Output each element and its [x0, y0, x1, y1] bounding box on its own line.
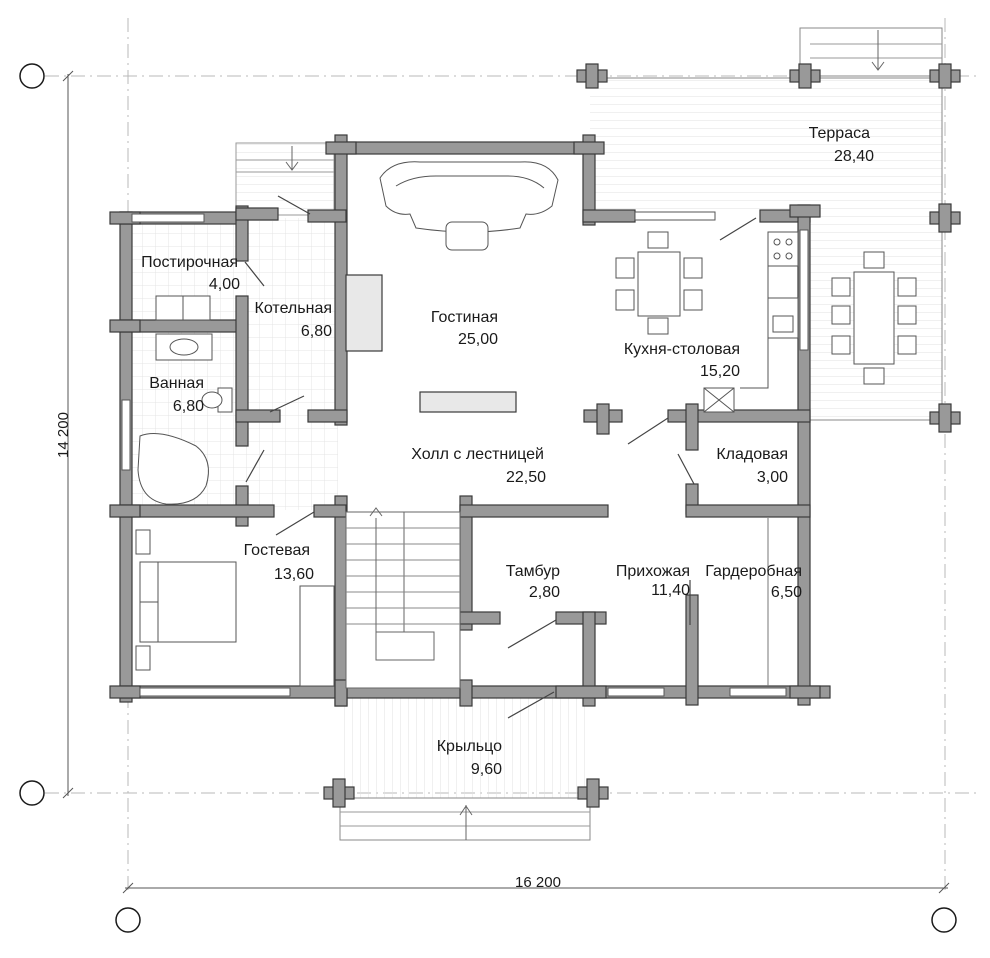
windows [121, 211, 809, 697]
dimension-width: 16 200 [515, 874, 561, 891]
label-entry-area: 11,40 [651, 582, 690, 599]
label-vestibule-name: Тамбур [505, 563, 560, 580]
label-terrace-area: 28,40 [833, 148, 874, 165]
label-pantry-area: 3,00 [756, 469, 788, 486]
terrace-table [831, 251, 917, 385]
kitchen-dining-set [615, 231, 799, 413]
label-pantry-name: Кладовая [716, 446, 788, 463]
label-bathroom-name: Ванная [149, 375, 204, 392]
axis-grid [45, 18, 980, 895]
door-swings [244, 195, 757, 719]
label-wardrobe-area: 6,50 [770, 584, 802, 601]
label-kitchen-area: 15,20 [699, 363, 740, 380]
living-sofa [379, 161, 559, 251]
label-entry-name: Прихожая [615, 563, 690, 580]
staircase [345, 507, 461, 689]
dimension-height: 14 200 [55, 412, 72, 458]
label-boiler-name: Котельная [254, 300, 332, 317]
guest-bed [135, 529, 335, 687]
label-porch-name: Крыльцо [436, 738, 502, 755]
bathroom-fixtures [137, 295, 233, 505]
label-guest-name: Гостевая [243, 542, 310, 559]
dimension-lines [62, 70, 950, 894]
label-hall-area: 22,50 [505, 469, 546, 486]
porch-deck [339, 698, 591, 841]
label-laundry-name: Постирочная [141, 254, 238, 271]
label-hall-name: Холл с лестницей [411, 446, 544, 463]
label-wardrobe-name: Гардеробная [705, 563, 802, 580]
label-porch-area: 9,60 [470, 761, 502, 778]
label-vestibule-area: 2,80 [528, 584, 560, 601]
label-kitchen-name: Кухня-столовая [623, 341, 740, 358]
label-guest-area: 13,60 [273, 566, 314, 583]
label-living-name: Гостиная [430, 309, 498, 326]
axis-bubbles [19, 63, 957, 933]
label-terrace-name: Терраса [808, 125, 870, 142]
side-entrance-steps [235, 142, 335, 216]
walls [119, 134, 831, 707]
label-boiler-area: 6,80 [300, 323, 332, 340]
label-laundry-area: 4,00 [208, 276, 240, 293]
label-living-area: 25,00 [457, 331, 498, 348]
label-bathroom-area: 6,80 [172, 398, 204, 415]
